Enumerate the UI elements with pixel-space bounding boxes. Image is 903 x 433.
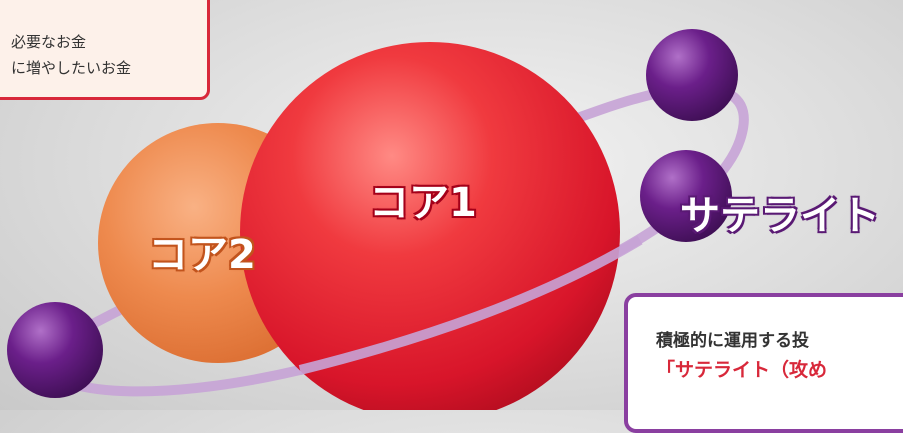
satellite-sphere-bottom bbox=[7, 302, 103, 398]
satellite-label: サテライト bbox=[680, 193, 880, 239]
core-note-line1: 必要なお金 bbox=[11, 33, 87, 51]
satellite-sphere-middle bbox=[640, 150, 732, 242]
core2-label: コア2 bbox=[148, 232, 256, 278]
satellite-note-line2: 「サテライト（攻め bbox=[656, 359, 828, 381]
core-note-box: 必要なお金 に増やしたいお金 bbox=[0, 0, 210, 100]
orbit-ring-front bbox=[298, 235, 643, 375]
satellite-note-box: 積極的に運用する投 「サテライト（攻め bbox=[624, 293, 903, 433]
core1-label: コア1 bbox=[369, 180, 477, 226]
core-note-line2: に増やしたいお金 bbox=[11, 59, 132, 77]
satellite-note-line1: 積極的に運用する投 bbox=[656, 331, 809, 351]
core1-sphere bbox=[240, 42, 620, 410]
core-satellite-diagram bbox=[7, 29, 749, 410]
satellite-sphere-top bbox=[646, 29, 738, 121]
